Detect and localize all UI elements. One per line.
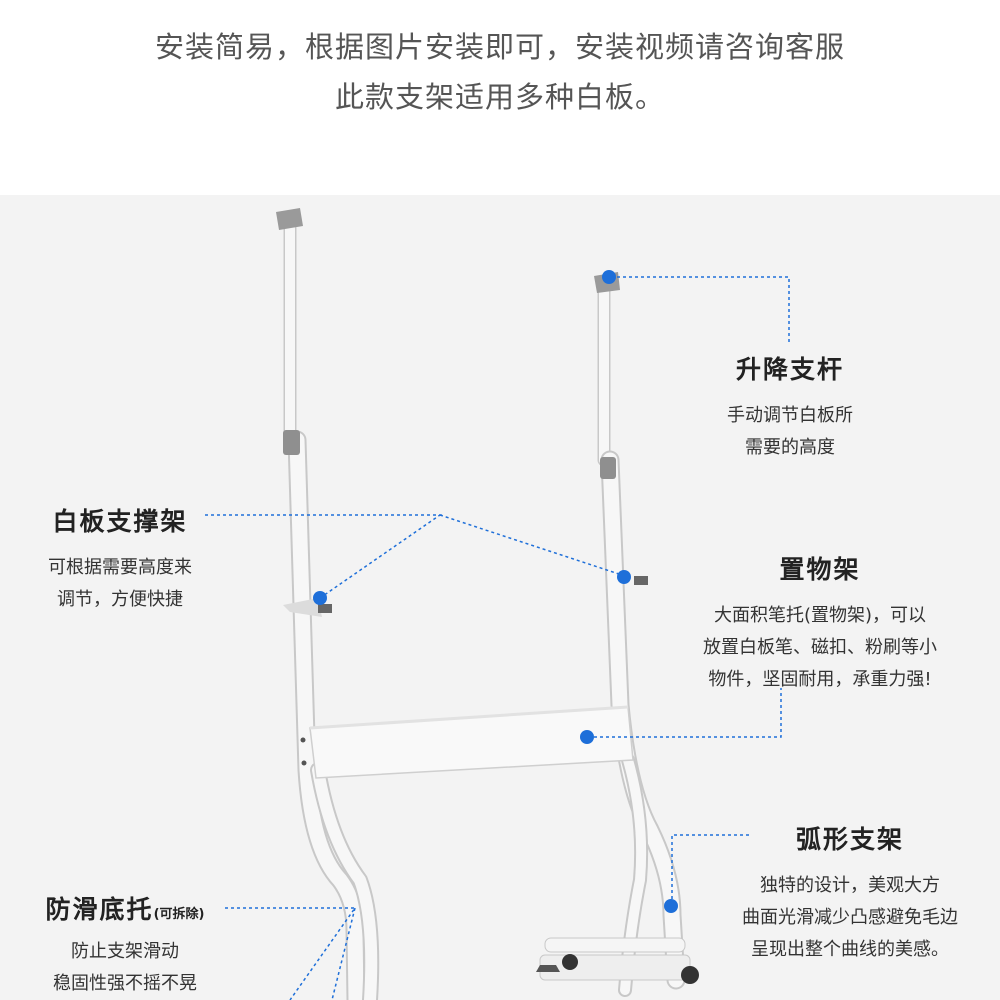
- label-base: 防滑底托(可拆除) 防止支架滑动 稳固性强不摇不晃: [15, 890, 235, 1000]
- label-shelf: 置物架 大面积笔托(置物架)，可以 放置白板笔、磁扣、粉刷等小 物件，坚固耐用，…: [670, 550, 970, 696]
- label-board-support-desc-1: 可根据需要高度来: [48, 557, 192, 578]
- label-board-support-desc-2: 调节，方便快捷: [57, 589, 183, 610]
- anti-slip-foot: [536, 965, 560, 972]
- label-arc-frame: 弧形支架 独特的设计，美观大方 曲面光滑减少凸感避免毛边 呈现出整个曲线的美感。: [710, 820, 990, 966]
- caster-wheel-2: [681, 966, 699, 984]
- caster-wheel-1: [562, 954, 578, 970]
- label-arc-frame-desc-1: 独特的设计，美观大方: [760, 875, 940, 896]
- label-base-note: (可拆除): [153, 907, 205, 922]
- leader-arc-frame: [671, 834, 750, 905]
- marker-board-support-right: [617, 570, 631, 584]
- label-board-support: 白板支撑架 可根据需要高度来 调节，方便快捷: [20, 502, 220, 616]
- marker-shelf: [580, 730, 594, 744]
- label-arc-frame-title: 弧形支架: [795, 825, 904, 854]
- left-height-clamp: [283, 430, 300, 455]
- label-lift-pole: 升降支杆 手动调节白板所 需要的高度: [690, 350, 890, 464]
- label-base-desc-1: 防止支架滑动: [71, 941, 179, 962]
- label-base-desc: 防止支架滑动 稳固性强不摇不晃: [15, 936, 235, 1000]
- marker-board-support-left: [313, 591, 327, 605]
- product-photo-background: [0, 195, 1000, 1000]
- header: 安装简易，根据图片安装即可，安装视频请咨询客服 此款支架适用多种白板。: [0, 22, 1000, 122]
- label-shelf-title: 置物架: [779, 555, 861, 584]
- label-shelf-desc-3: 物件，坚固耐用，承重力强!: [708, 669, 932, 690]
- header-line-2: 此款支架适用多种白板。: [334, 80, 665, 114]
- marker-arc-frame: [664, 899, 678, 913]
- label-arc-frame-desc-2: 曲面光滑减少凸感避免毛边: [742, 907, 958, 928]
- left-board-bracket: [283, 598, 322, 617]
- leader-lift-pole: [611, 276, 790, 345]
- leader-base: [225, 907, 357, 1000]
- label-base-desc-2: 稳固性强不摇不晃: [53, 973, 197, 994]
- label-arc-frame-desc: 独特的设计，美观大方 曲面光滑减少凸感避免毛边 呈现出整个曲线的美感。: [710, 870, 990, 966]
- label-board-support-title: 白板支撑架: [52, 507, 188, 536]
- leader-shelf: [588, 688, 782, 738]
- label-board-support-desc: 可根据需要高度来 调节，方便快捷: [20, 552, 220, 616]
- label-shelf-desc-2: 放置白板笔、磁扣、粉刷等小: [703, 637, 937, 658]
- base-bar: [544, 937, 686, 953]
- left-top-hook: [276, 208, 303, 230]
- marker-lift-pole: [602, 270, 616, 284]
- label-base-title: 防滑底托(可拆除): [15, 890, 235, 926]
- label-shelf-desc-1: 大面积笔托(置物架)，可以: [713, 605, 927, 626]
- leader-board-support: [205, 514, 443, 599]
- label-lift-pole-desc: 手动调节白板所 需要的高度: [690, 400, 890, 464]
- right-height-clamp: [600, 457, 616, 479]
- header-line-1: 安装简易，根据图片安装即可，安装视频请咨询客服: [154, 30, 845, 64]
- label-lift-pole-title: 升降支杆: [735, 355, 844, 384]
- label-lift-pole-desc-1: 手动调节白板所: [727, 405, 853, 426]
- label-base-title-text: 防滑底托: [45, 895, 154, 924]
- label-arc-frame-desc-3: 呈现出整个曲线的美感。: [751, 939, 949, 960]
- label-shelf-desc: 大面积笔托(置物架)，可以 放置白板笔、磁扣、粉刷等小 物件，坚固耐用，承重力强…: [670, 600, 970, 696]
- label-lift-pole-desc-2: 需要的高度: [745, 437, 835, 458]
